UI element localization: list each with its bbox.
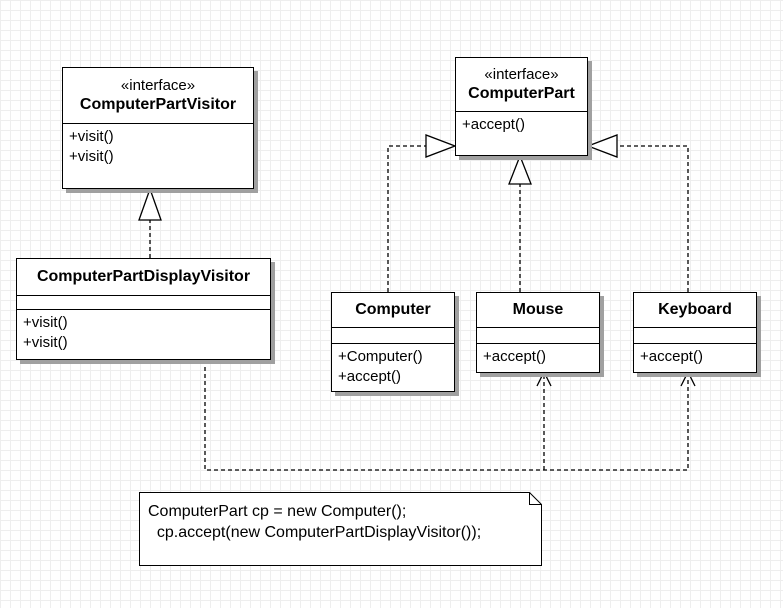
class-header: «interface» ComputerPart [456, 58, 587, 111]
class-name: Computer [355, 301, 431, 318]
realization-arrowhead-mouse [508, 154, 532, 185]
operations-compartment: +accept() [456, 111, 587, 138]
class-computer[interactable]: Computer +Computer() +accept() [331, 292, 455, 392]
class-computer-part-visitor[interactable]: «interface» ComputerPartVisitor +visit()… [62, 67, 254, 189]
attributes-compartment [634, 327, 756, 343]
attributes-compartment [17, 295, 270, 309]
class-name: ComputerPartVisitor [79, 95, 237, 113]
note-line: cp.accept(new ComputerPartDisplayVisitor… [148, 524, 482, 541]
note-line: ComputerPart cp = new Computer(); [148, 503, 407, 520]
stereotype-label: «interface» [484, 65, 559, 83]
class-name: ComputerPartDisplayVisitor [36, 268, 251, 285]
stereotype-label: «interface» [120, 76, 196, 94]
class-name: Mouse [512, 301, 564, 318]
dependency-line-visitor [204, 360, 689, 471]
class-header: Keyboard [634, 293, 756, 327]
operations-compartment: +Computer() +accept() [332, 343, 454, 390]
class-computer-part-display-visitor[interactable]: ComputerPartDisplayVisitor +visit() +vis… [16, 258, 271, 360]
class-header: ComputerPartDisplayVisitor [17, 259, 270, 295]
operation: +Computer() [338, 348, 423, 365]
operation: +accept() [640, 348, 703, 365]
attributes-compartment [477, 327, 599, 343]
class-header: Mouse [477, 293, 599, 327]
operation: +accept() [338, 368, 401, 385]
realization-arrowhead-computer [425, 134, 457, 158]
operations-compartment: +visit() +visit() [17, 309, 270, 356]
realization-line-computer [387, 145, 426, 292]
realization-line-keyboard [617, 145, 689, 292]
class-name: Keyboard [658, 301, 732, 318]
class-mouse[interactable]: Mouse +accept() [476, 292, 600, 373]
operation: +visit() [23, 314, 68, 331]
operation: +accept() [483, 348, 546, 365]
operations-compartment: +visit() +visit() [63, 123, 253, 170]
operations-compartment: +accept() [634, 343, 756, 370]
attributes-compartment [332, 327, 454, 343]
class-computer-part[interactable]: «interface» ComputerPart +accept() [455, 57, 588, 156]
realization-arrowhead-keyboard [586, 134, 618, 158]
operation: +accept() [462, 116, 525, 133]
note-shape [139, 492, 542, 566]
operation: +visit() [23, 334, 68, 351]
note-text: ComputerPart cp = new Computer(); cp.acc… [148, 501, 481, 543]
class-keyboard[interactable]: Keyboard +accept() [633, 292, 757, 373]
operation: +visit() [69, 128, 114, 145]
class-header: Computer [332, 293, 454, 327]
class-name: ComputerPart [468, 84, 575, 102]
operation: +visit() [69, 148, 114, 165]
uml-note[interactable]: ComputerPart cp = new Computer(); cp.acc… [139, 492, 542, 566]
realization-arrowhead-visitor [138, 187, 162, 221]
class-header: «interface» ComputerPartVisitor [63, 68, 253, 123]
operations-compartment: +accept() [477, 343, 599, 370]
